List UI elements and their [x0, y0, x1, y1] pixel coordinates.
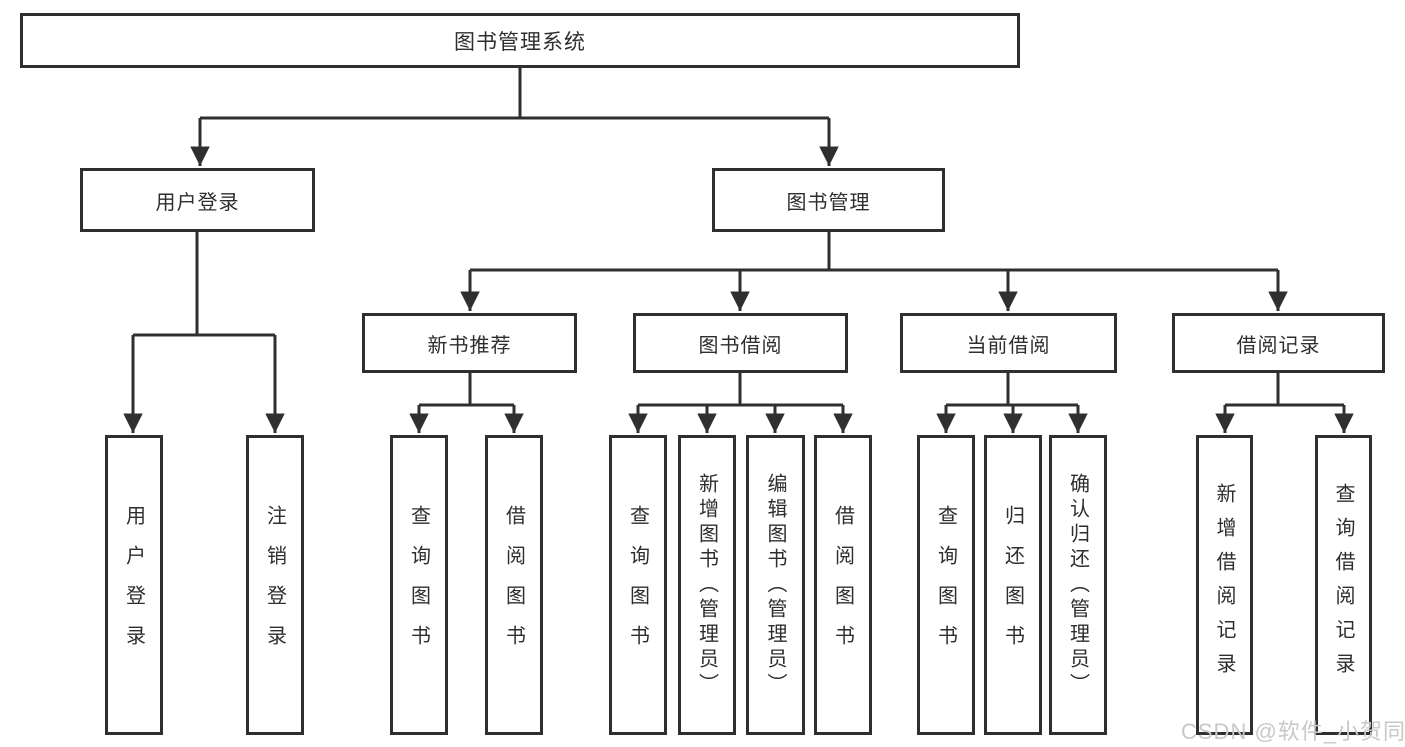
edge-current-borrow-bus	[946, 373, 1078, 407]
leaf-borrow-query-books: 查询图书	[609, 435, 667, 735]
leaf-add-books-admin: 新增图书（管理员）	[678, 435, 736, 735]
leaf-logout: 注销登录	[246, 435, 304, 735]
leaf-current-query-books: 查询图书	[917, 435, 975, 735]
leaf-recommend-query-books: 查询图书	[390, 435, 448, 735]
node-borrow-records: 借阅记录	[1172, 313, 1385, 373]
leaf-return-books: 归还图书	[984, 435, 1042, 735]
edge-book-borrow-bus	[638, 373, 843, 407]
leaf-recommend-borrow-books: 借阅图书	[485, 435, 543, 735]
edge-borrow-record-bus	[1225, 373, 1344, 407]
node-user-login: 用户登录	[80, 168, 315, 232]
edge-root-bus	[200, 68, 829, 120]
leaf-borrow-books: 借阅图书	[814, 435, 872, 735]
node-new-book-recommend: 新书推荐	[362, 313, 577, 373]
edge-user-login-bus	[133, 232, 275, 337]
edge-new-book-rec-bus	[419, 373, 514, 407]
leaf-add-borrow-record: 新增借阅记录	[1196, 435, 1253, 735]
node-root: 图书管理系统	[20, 13, 1020, 68]
edge-book-mgmt-bus	[470, 232, 1278, 272]
node-current-borrow: 当前借阅	[900, 313, 1117, 373]
leaf-confirm-return-admin: 确认归还（管理员）	[1049, 435, 1107, 735]
leaf-user-login: 用户登录	[105, 435, 163, 735]
leaf-query-borrow-record: 查询借阅记录	[1315, 435, 1372, 735]
node-book-management: 图书管理	[712, 168, 945, 232]
watermark: CSDN @软件_小贺同学	[1181, 719, 1405, 744]
leaf-edit-books-admin: 编辑图书（管理员）	[746, 435, 805, 735]
node-book-borrow: 图书借阅	[633, 313, 848, 373]
